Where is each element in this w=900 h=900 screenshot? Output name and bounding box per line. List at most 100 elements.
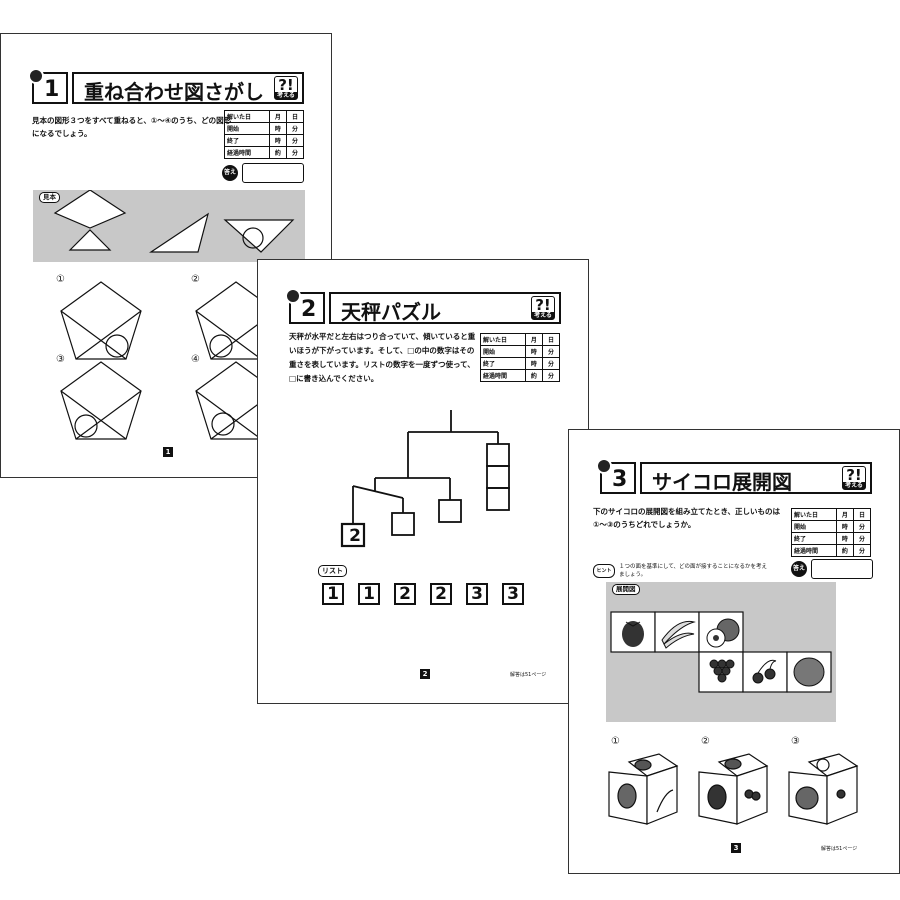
list-number: 3 xyxy=(466,583,488,605)
problem-title-box: 天秤パズル ?!考える xyxy=(329,292,561,324)
sample-circle xyxy=(242,227,264,249)
table-unit: 約 xyxy=(835,544,854,557)
list-number: 1 xyxy=(358,583,380,605)
answer-label: 答え xyxy=(222,165,238,181)
problem-title-box: サイコロ展開図 ?!考える xyxy=(640,462,872,494)
problem-header: 2 天秤パズル ?!考える xyxy=(285,288,561,324)
table-unit: 分 xyxy=(541,345,561,358)
problem-number: 3 xyxy=(612,467,628,492)
page-number: 3 xyxy=(731,843,741,853)
think-icon: ?!考える xyxy=(842,466,866,490)
answer-square[interactable] xyxy=(486,487,510,511)
dice-option-2 xyxy=(698,753,769,825)
option-number: ② xyxy=(191,274,200,285)
hint-label: ヒント xyxy=(593,564,615,578)
table-unit: 時 xyxy=(835,532,854,545)
problem-title: 天秤パズル xyxy=(341,300,441,324)
table-key: 開始 xyxy=(480,345,526,358)
list-number: 1 xyxy=(322,583,344,605)
table-unit: 分 xyxy=(285,122,305,135)
option-number: ③ xyxy=(56,354,65,365)
problem-number-box: 1 xyxy=(28,68,68,104)
table-unit: 約 xyxy=(524,369,543,382)
option-number: ② xyxy=(701,736,710,747)
worksheet-page-3: 3 サイコロ展開図 ?!考える 下のサイコロの展開図を組み立てたとき、正しいもの… xyxy=(568,429,900,874)
kiwi-icon xyxy=(706,618,740,648)
net-panel: 展開図 xyxy=(606,582,836,722)
table-key: 解いた日 xyxy=(480,333,526,346)
table-unit: 分 xyxy=(285,146,305,159)
answer-box[interactable] xyxy=(811,559,873,579)
table-unit: 月 xyxy=(524,333,543,346)
option-number: ① xyxy=(611,736,620,747)
hint-text: １つの面を基準にして、どの面が接することになるかを考えましょう。 xyxy=(619,564,768,578)
option-3-figure xyxy=(60,361,142,440)
table-unit: 時 xyxy=(835,520,854,533)
sample-triangle-small xyxy=(68,229,112,251)
worksheet-page-2: 2 天秤パズル ?!考える 天秤が水平だと左右はつり合っていて、傾いていると重い… xyxy=(257,259,589,704)
table-key: 終了 xyxy=(480,357,526,370)
strawberry-icon xyxy=(622,621,644,647)
table-key: 解いた日 xyxy=(224,110,270,123)
dice-net xyxy=(610,611,832,693)
think-label: 考える xyxy=(843,482,865,489)
dice-option-3 xyxy=(788,753,859,825)
list-label: リスト xyxy=(318,565,347,577)
page-number: 1 xyxy=(163,447,173,457)
answer-box[interactable] xyxy=(242,163,304,183)
think-icon: ?!考える xyxy=(531,296,555,320)
table-unit: 分 xyxy=(541,357,561,370)
time-record-table: 解いた日月日 開始時分 終了時分 経過時間約分 xyxy=(791,508,872,557)
bullet-icon xyxy=(28,68,44,84)
answer-square[interactable] xyxy=(391,512,415,536)
table-unit: 月 xyxy=(268,110,287,123)
sample-triangle-slanted xyxy=(149,212,209,253)
problem-number: 2 xyxy=(301,297,317,322)
option-number: ④ xyxy=(191,354,200,365)
bullet-icon xyxy=(285,288,301,304)
table-unit: 時 xyxy=(268,122,287,135)
instruction-text: 天秤が水平だと左右はつり合っていて、傾いていると重いほうが下がっています。そして… xyxy=(289,332,476,383)
answer-square[interactable] xyxy=(486,443,510,467)
table-unit: 分 xyxy=(285,134,305,147)
list-number: 2 xyxy=(394,583,416,605)
table-unit: 約 xyxy=(268,146,287,159)
page-number: 2 xyxy=(420,669,430,679)
table-key: 経過時間 xyxy=(480,369,526,382)
grapes-icon xyxy=(709,659,735,683)
sample-shapes xyxy=(53,190,295,253)
given-square xyxy=(340,522,366,548)
bullet-icon xyxy=(596,458,612,474)
sample-triangle-circle xyxy=(223,219,295,253)
table-unit: 時 xyxy=(524,345,543,358)
table-unit: 分 xyxy=(541,369,561,382)
think-icon: ?!考える xyxy=(274,76,298,100)
answer-reference: 解答は51ページ xyxy=(821,846,858,852)
answer-square[interactable] xyxy=(438,499,462,523)
table-unit: 分 xyxy=(852,532,872,545)
table-key: 解いた日 xyxy=(791,508,837,521)
problem-number-box: 2 xyxy=(285,288,325,324)
table-key: 開始 xyxy=(791,520,837,533)
table-unit: 日 xyxy=(852,508,872,521)
instruction-text: 見本の図形３つをすべて重ねると、①〜④のうち、どの図形になるでしょう。 xyxy=(32,116,232,138)
table-key: 経過時間 xyxy=(791,544,837,557)
instruction-text: 下のサイコロの展開図を組み立てたとき、正しいものは①〜③のうちどれでしょうか。 xyxy=(593,507,780,529)
think-label: 考える xyxy=(532,312,554,319)
balance-beam xyxy=(352,485,404,499)
table-unit: 月 xyxy=(835,508,854,521)
table-unit: 分 xyxy=(852,520,872,533)
list-number: 3 xyxy=(502,583,524,605)
option-number: ③ xyxy=(791,736,800,747)
problem-number-box: 3 xyxy=(596,458,636,494)
problem-title: サイコロ展開図 xyxy=(652,470,792,494)
table-key: 経過時間 xyxy=(224,146,270,159)
sample-panel: 見本 xyxy=(33,190,305,262)
sample-rhombus xyxy=(53,190,127,229)
table-unit: 分 xyxy=(852,544,872,557)
time-record-table: 解いた日月日 開始時分 終了時分 経過時間約分 xyxy=(480,333,561,382)
problem-title-box: 重ね合わせ図さがし ?!考える xyxy=(72,72,304,104)
answer-square[interactable] xyxy=(486,465,510,489)
table-key: 終了 xyxy=(224,134,270,147)
net-label: 展開図 xyxy=(612,584,640,595)
